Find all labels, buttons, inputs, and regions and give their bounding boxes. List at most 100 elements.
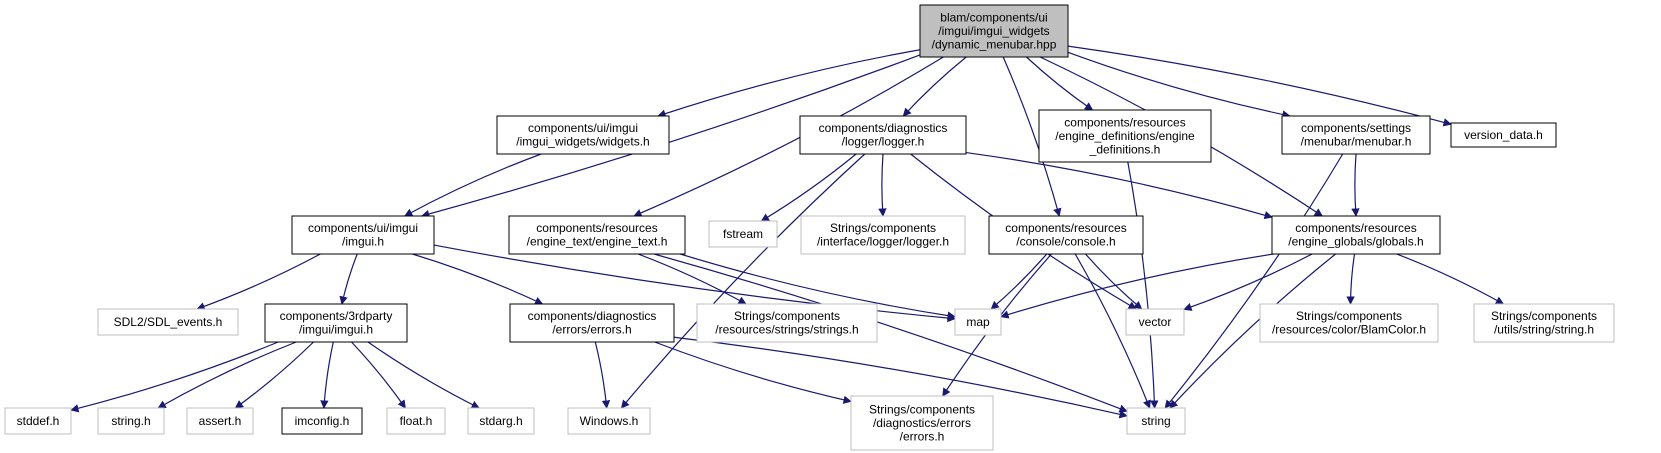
node-strings-logger-h: Strings/components/interface/logger/logg…: [800, 215, 966, 255]
edge-thirdparty-imgui-h-to-float-h: [351, 341, 406, 409]
node-label-line: stddef.h: [17, 414, 60, 428]
node-strings-h: Strings/components/resources/strings/str…: [696, 303, 878, 343]
node-root[interactable]: blam/components/ui/imgui/imgui_widgets/d…: [919, 4, 1069, 58]
edge-imgui-h-to-sdl-events-h: [196, 253, 321, 311]
node-label-line: components/diagnostics: [819, 121, 948, 135]
node-box: [97, 308, 239, 336]
node-label-line: /engine_text/engine_text.h: [527, 235, 668, 249]
node-version-data-h[interactable]: version_data.h: [1450, 122, 1557, 148]
edge-menubar-h-to-globals-h: [1351, 153, 1360, 217]
node-label-line: /menubar/menubar.h: [1301, 135, 1412, 149]
node-box: [4, 407, 72, 435]
node-label-line: components/settings: [1301, 121, 1411, 135]
node-label-line: /logger/logger.h: [842, 135, 925, 149]
edge-root-to-menubar-h: [1067, 51, 1291, 119]
node-label-line: /resources/color/BlamColor.h: [1272, 323, 1426, 337]
node-label-line: /diagnostics/errors: [873, 416, 971, 430]
node-map: map: [954, 308, 1002, 336]
node-box: [800, 215, 966, 255]
node-engine-text-h[interactable]: components/resources/engine_text/engine_…: [508, 215, 686, 255]
node-stddef-h: stddef.h: [4, 407, 72, 435]
node-label-line: /imgui/imgui_widgets: [938, 24, 1049, 38]
edges-layer: [70, 45, 1505, 419]
node-widgets-h[interactable]: components/ui/imgui/imgui_widgets/widget…: [496, 115, 670, 155]
node-label-line: fstream: [723, 227, 763, 241]
node-menubar-h[interactable]: components/settings/menubar/menubar.h: [1281, 115, 1431, 155]
node-string: string: [1126, 407, 1186, 435]
edge-console-h-to-map: [990, 253, 1048, 310]
edge-menubar-h-to-string: [1164, 153, 1344, 409]
node-box: [496, 115, 670, 155]
node-thirdparty-imgui-h[interactable]: components/3rdparty/imgui/imgui.h: [264, 303, 408, 343]
node-sdl-events-h: SDL2/SDL_events.h: [97, 308, 239, 336]
node-label-line: SDL2/SDL_events.h: [114, 315, 223, 329]
node-console-h[interactable]: components/resources/console/console.h: [988, 215, 1144, 255]
node-label-line: /console/console.h: [1016, 235, 1115, 249]
node-label-line: Strings/components: [869, 402, 975, 416]
node-box: [988, 215, 1144, 255]
edge-widgets-h-to-imgui-h: [404, 153, 542, 217]
edge-globals-h-to-string-h-utils: [1396, 253, 1505, 305]
node-box: [186, 407, 254, 435]
node-box: [708, 220, 778, 248]
node-fstream: fstream: [708, 220, 778, 248]
node-label-line: components/3rdparty: [280, 309, 393, 323]
edge-errors-h-to-windows-h: [594, 341, 611, 409]
node-strings-errors-h: Strings/components/diagnostics/errors/er…: [850, 395, 994, 451]
node-label-line: /imgui_widgets/widgets.h: [516, 135, 649, 149]
node-label-line: /utils/string/string.h: [1494, 323, 1594, 337]
node-imconfig-h[interactable]: imconfig.h: [281, 407, 363, 435]
node-label-line: /engine_globals/globals.h: [1288, 235, 1423, 249]
edge-imgui-h-to-map: [433, 244, 956, 323]
node-box: [1126, 407, 1186, 435]
node-box: [386, 407, 446, 435]
node-errors-h[interactable]: components/diagnostics/errors/errors.h: [509, 303, 675, 343]
node-label-line: /errors.h: [900, 429, 945, 443]
node-label-line: string.h: [111, 414, 150, 428]
node-label-line: components/diagnostics: [528, 309, 657, 323]
node-box: [1259, 303, 1439, 343]
edge-engine-text-h-to-map: [680, 253, 956, 320]
node-label-line: imconfig.h: [295, 414, 350, 428]
node-label-line: assert.h: [199, 414, 242, 428]
node-label-line: /imgui.h: [342, 235, 384, 249]
node-box: [567, 407, 651, 435]
node-box: [1281, 115, 1431, 155]
node-label-line: /dynamic_menubar.hpp: [932, 37, 1057, 51]
edge-engine-definitions-h-to-string: [1127, 161, 1159, 409]
node-box: [850, 395, 994, 451]
edge-console-h-to-vector: [1084, 253, 1143, 310]
node-label-line: _definitions.h: [1089, 142, 1161, 156]
edge-root-to-console-h: [1002, 56, 1062, 217]
edge-root-to-engine-text-h: [633, 56, 944, 217]
edge-thirdparty-imgui-h-to-stddef-h: [70, 341, 279, 413]
edge-engine-text-h-to-strings-h: [637, 253, 747, 305]
node-engine-definitions-h[interactable]: components/resources/engine_definitions/…: [1038, 109, 1212, 163]
node-box: [264, 303, 408, 343]
node-windows-h: Windows.h: [567, 407, 651, 435]
node-label-line: Strings/components: [734, 309, 840, 323]
node-blamcolor-h: Strings/components/resources/color/BlamC…: [1259, 303, 1439, 343]
node-label-line: /errors/errors.h: [552, 323, 631, 337]
node-box: [1450, 122, 1557, 148]
node-box: [799, 115, 967, 155]
node-label-line: components/resources: [1005, 221, 1126, 235]
node-string-h-utils: Strings/components/utils/string/string.h: [1473, 303, 1615, 343]
edge-errors-h-to-strings-errors-h: [654, 341, 852, 404]
node-box: [467, 407, 535, 435]
node-box: [508, 215, 686, 255]
node-logger-h[interactable]: components/diagnostics/logger/logger.h: [799, 115, 967, 155]
edge-root-to-widgets-h: [657, 49, 921, 118]
node-box: [696, 303, 878, 343]
node-imgui-h[interactable]: components/ui/imgui/imgui.h: [291, 215, 435, 255]
node-label-line: float.h: [400, 414, 433, 428]
edge-root-to-engine-definitions-h: [1026, 56, 1094, 111]
edge-thirdparty-imgui-h-to-string-dot-h: [157, 341, 297, 409]
node-box: [954, 308, 1002, 336]
node-box: [919, 4, 1069, 58]
edge-imgui-h-to-errors-h: [412, 253, 544, 305]
node-assert-h: assert.h: [186, 407, 254, 435]
edge-root-to-imgui-h: [420, 54, 921, 219]
edge-globals-h-to-string: [1169, 253, 1336, 409]
node-globals-h[interactable]: components/resources/engine_globals/glob…: [1271, 215, 1441, 255]
